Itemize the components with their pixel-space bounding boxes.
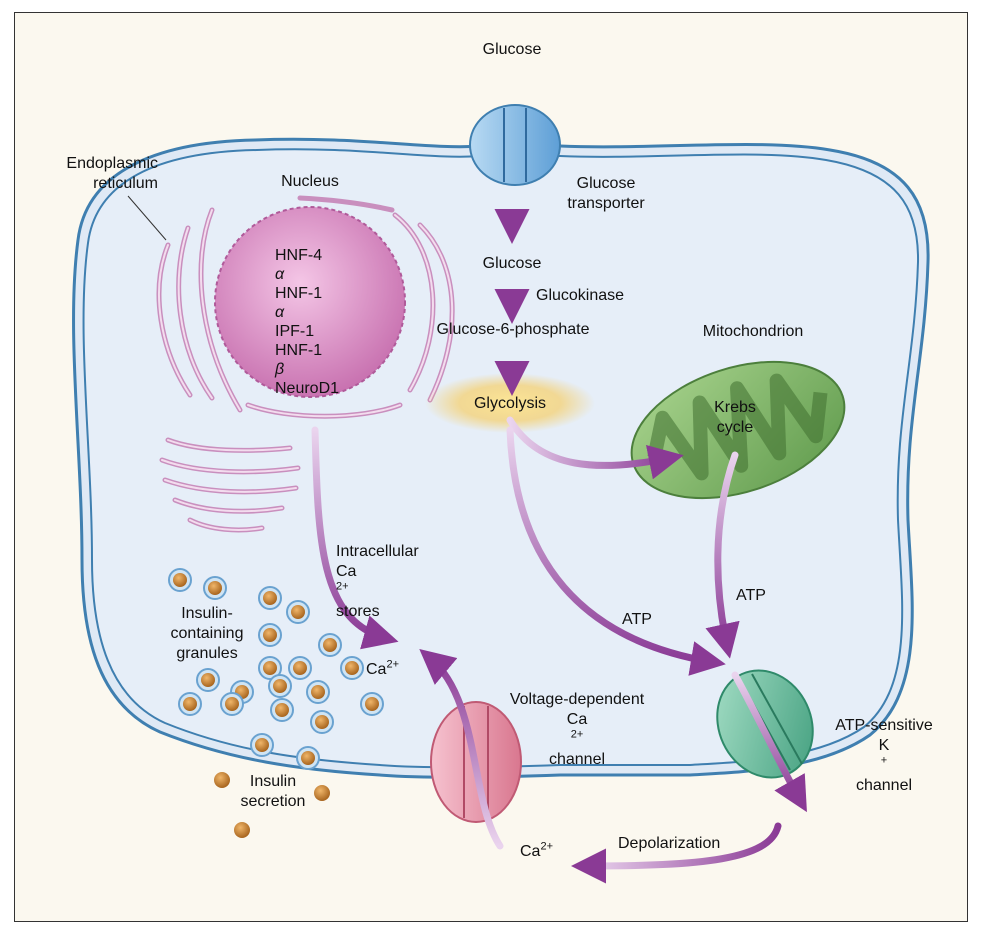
insulin-granule [225,697,239,711]
er-line-2: reticulum [93,175,158,192]
arrow-nucleus-castores [311,426,399,650]
endoplasmic-reticulum-inner [158,209,454,418]
granules-line-1: Insulin- [181,605,233,622]
glycolysis-glow [425,373,595,433]
factor-ipf1: IPF-1 [275,323,315,340]
nucleus-label: Nucleus [281,173,339,190]
er-leader-line [127,195,167,241]
granules-line-2: containing [170,625,244,642]
ca-outside-text: Ca [520,843,541,860]
insulin-granule [173,573,187,587]
insulin-granule [208,581,222,595]
factor-hnf1a-base: HNF-1 [275,285,323,302]
glucokinase-label: Glucokinase [536,287,625,304]
ca-inside-sup: 2+ [386,658,399,671]
insulin-granules [168,568,384,838]
arrow-mitochondrion-atp [705,451,740,659]
katp-rest: channel [855,777,913,794]
insulin-granule [315,715,329,729]
secreted-insulin-granule [214,772,230,788]
nucleus-shape [214,206,406,398]
glucose-outside-label: Glucose [482,41,542,58]
voltage-ca-sup: 2+ [570,728,584,741]
glucose-transporter-label: Glucose transporter [556,174,656,214]
glucose-transporter-line-2: transporter [567,195,645,212]
endoplasmic-reticulum-label: Endoplasmic reticulum [30,154,158,194]
factor-hnf4a-base: HNF-4 [275,247,323,264]
insulin-granules-label: Insulin- containing granules [152,604,262,664]
ca-inside-text: Ca [366,661,387,678]
golgi-inner [161,439,299,531]
arrow-depolarization [571,822,782,884]
insulin-granule [263,628,277,642]
insulin-granule [201,673,215,687]
voltage-rest: channel [548,751,606,768]
factor-hnf1b: HNF-1 β [275,341,365,379]
factor-hnf4a: HNF-4 α [275,246,365,284]
insulin-granule [275,703,289,717]
insulin-granule [293,661,307,675]
secreted-insulin-granule [314,785,330,801]
atp-left-label: ATP [622,611,652,628]
intracellular-ca: Ca [336,563,357,580]
factor-hnf1b-greek: β [275,361,285,378]
intracellular-line-1: Intracellular [336,543,419,560]
glucose-transporter-line-1: Glucose [576,175,636,192]
mitochondrion-label: Mitochondrion [702,323,804,340]
factor-hnf1a: HNF-1 α [275,284,365,322]
insulin-granule [323,638,337,652]
katp-k: K [878,737,890,754]
katp-line-1: ATP-sensitive [835,717,933,734]
krebs-cycle-label: Krebs cycle [700,398,770,438]
voltage-line-1: Voltage-dependent [509,691,645,708]
glycolysis-label: Glycolysis [473,395,546,412]
glucose-inside-label: Glucose [482,255,542,272]
secretion-line-1: Insulin [249,773,297,790]
insulin-granule [365,697,379,711]
arrows [311,58,807,884]
katp-channel-label: ATP-sensitive K+ channel [820,716,948,796]
insulin-granule [291,605,305,619]
nuclear-factor-list: HNF-4 α HNF-1 α IPF-1 HNF-1 β NeuroD1 [275,246,365,398]
arrow-glycolysis-mitochondrion [506,416,684,480]
insulin-granule [273,679,287,693]
katp-k-sup: + [880,754,888,767]
ca-outside-sup: 2+ [540,840,553,853]
glucose-6-phosphate-label: Glucose-6-phosphate [436,321,590,338]
katp-line-2: K+ channel [820,736,948,796]
factor-hnf1b-base: HNF-1 [275,342,323,359]
depolarization-label: Depolarization [618,835,721,852]
intracellular-ca-sup: 2+ [336,580,349,593]
ca-inside-label: Ca2+ [366,658,399,680]
ca-outside-label: Ca2+ [520,840,553,862]
factor-hnf1a-greek: α [275,304,285,321]
voltage-ca: Ca [566,711,588,728]
insulin-granule [311,685,325,699]
intracellular-rest: stores [336,603,380,620]
insulin-granule [255,738,269,752]
factor-neurod1: NeuroD1 [275,380,340,397]
secretion-line-2: secretion [240,793,306,810]
atp-right-label: ATP [736,587,766,604]
arrow-ca-channel-entry [419,648,504,850]
arrow-glycolysis-atp [506,426,726,676]
insulin-granule [345,661,359,675]
krebs-line-1: Krebs [714,399,756,416]
insulin-secretion-label: Insulin secretion [226,772,320,812]
insulin-granule [301,751,315,765]
krebs-line-2: cycle [716,419,754,436]
insulin-granule [263,591,277,605]
factor-hnf4a-greek: α [275,266,285,283]
granules-line-3: granules [176,645,238,662]
secreted-insulin-granule [234,822,250,838]
insulin-granule [263,661,277,675]
er-line-1: Endoplasmic [66,155,158,172]
arrow-kchannel-depolarization [731,671,807,813]
insulin-granule [183,697,197,711]
